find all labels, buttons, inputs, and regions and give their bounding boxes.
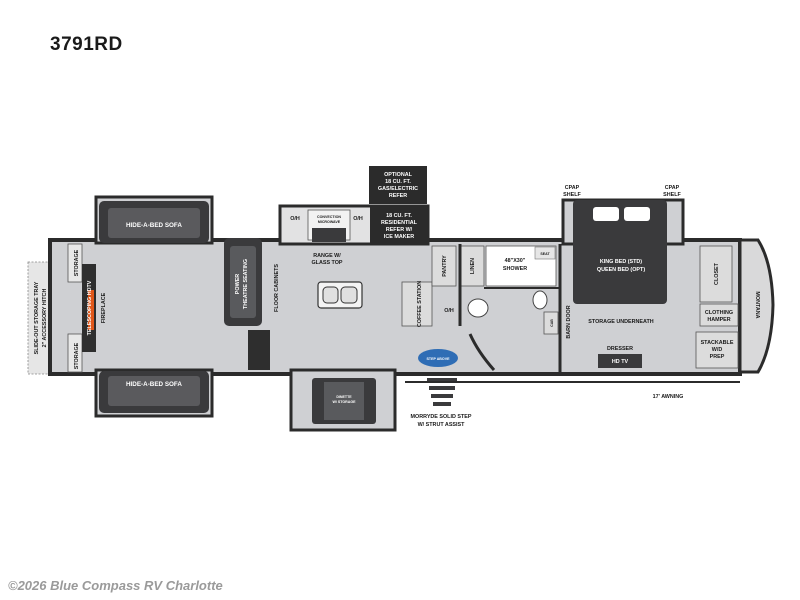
oh-left-label: O/H <box>290 216 300 222</box>
cpap-left-label-1: CPAP <box>565 185 580 191</box>
fireplace-label: FIREPLACE <box>101 292 107 323</box>
model-number: 3791RD <box>50 34 123 55</box>
range-label-1: RANGE W/ <box>313 253 341 259</box>
storage-label-bottom: STORAGE <box>74 342 80 369</box>
storage-underneath-label: STORAGE UNDERNEATH <box>588 319 653 325</box>
cab-label: CAB <box>550 319 554 327</box>
barn-door-label: BARN DOOR <box>566 305 572 338</box>
cpap-left-label-2: SHELF <box>563 192 581 198</box>
morryde-label-1: MORRYDE SOLID STEP <box>411 414 472 420</box>
closet <box>699 245 733 303</box>
fireplace-flame <box>88 290 94 330</box>
coffee-station-label: COFFEE STATION <box>417 281 423 327</box>
watermark: ©2026 Blue Compass RV Charlotte <box>8 578 223 593</box>
shower-seat <box>534 246 556 260</box>
optional-refer-box <box>369 166 427 204</box>
pillow-left <box>593 207 619 221</box>
hide-a-bed-label-bottom: HIDE-A-BED SOFA <box>126 381 182 388</box>
stackable-label-2: W/D <box>712 347 723 353</box>
stackable-wd <box>695 331 739 369</box>
step-above-label: STEP ABOVE <box>427 357 451 361</box>
stackable-label-3: PREP <box>710 354 725 360</box>
floor-cabinets-label: FLOOR CABINETS <box>274 264 280 312</box>
microwave-label-2: MICROWAVE <box>318 220 341 224</box>
clothing-hamper <box>699 303 739 327</box>
theatre-seating-label-1: POWER <box>235 274 241 294</box>
pantry <box>431 245 457 287</box>
cpap-right-label-1: CPAP <box>665 185 680 191</box>
step-above-logo <box>418 349 458 367</box>
stackable-label-1: STACKABLE <box>701 340 734 346</box>
accessory-hitch-label: 2" ACCESSORY HITCH <box>42 289 48 348</box>
rear-storage-bottom <box>67 333 83 373</box>
telescoping-hdtv-label: TELESCOPING HDTV <box>87 280 93 335</box>
theatre-seating-label-2: THEATRE SEATING <box>243 259 249 309</box>
linen-label: LINEN <box>470 258 476 274</box>
toilet <box>467 298 489 318</box>
hamper-label-1: CLOTHING <box>705 310 733 316</box>
pillow-right <box>624 207 650 221</box>
pantry-label: PANTRY <box>442 255 448 277</box>
hd-tv-label: HD TV <box>612 359 629 365</box>
optional-refer-label-2: 18 CU. FT. <box>385 179 411 185</box>
residential-refer <box>370 206 428 244</box>
front-cap <box>738 238 775 374</box>
microwave-label-1: CONVECTION <box>317 215 341 219</box>
morryde-label-2: W/ STRUT ASSIST <box>418 422 466 428</box>
bed-label-2: QUEEN BED (OPT) <box>597 267 645 273</box>
refer-label-4: ICE MAKER <box>384 234 414 240</box>
dinette-label-2: W/ STORAGE <box>332 400 356 404</box>
bath-sink <box>532 290 548 310</box>
dinette-label-1: DINETTE <box>336 395 352 399</box>
refer-label-3: REFER W/ <box>386 227 413 233</box>
dresser-label: DRESSER <box>607 346 633 352</box>
bed-label-1: KING BED (STD) <box>600 259 642 265</box>
rear-storage-top <box>67 243 83 283</box>
refer-label-1: 18 CU. FT. <box>386 213 412 219</box>
linen <box>459 245 485 287</box>
optional-refer-label-1: OPTIONAL <box>384 172 413 178</box>
hide-a-bed-label-top: HIDE-A-BED SOFA <box>126 222 182 229</box>
seat-label: SEAT <box>540 252 550 256</box>
range-cooktop <box>312 228 346 242</box>
awning-label: 17' AWNING <box>653 394 684 400</box>
closet-label: CLOSET <box>714 262 720 285</box>
shower-label-2: SHOWER <box>503 266 527 272</box>
oh-mid-label: O/H <box>353 216 363 222</box>
morryde-step <box>427 378 457 406</box>
optional-refer-label-3: GAS/ELECTRIC <box>378 186 418 192</box>
refer-label-2: RESIDENTIAL <box>381 220 418 226</box>
optional-refer-label-4: REFER <box>389 193 407 199</box>
entry-door-swing <box>468 333 496 371</box>
shower-label-1: 48"X30" <box>505 258 526 264</box>
bath-cabinet <box>543 311 559 335</box>
range-label-2: GLASS TOP <box>311 260 342 266</box>
hd-tv <box>598 354 642 368</box>
cpap-right-label-2: SHELF <box>663 192 681 198</box>
oh-right-label: O/H <box>444 308 454 314</box>
hamper-label-2: HAMPER <box>707 317 730 323</box>
coffee-station <box>401 281 433 327</box>
theatre-end-table <box>248 330 270 370</box>
bed <box>573 200 667 304</box>
slide-out-tray-label: SLIDE-OUT STORAGE TRAY <box>34 281 40 354</box>
brand-label: MONTANA <box>754 291 760 318</box>
storage-label-top: STORAGE <box>74 249 80 276</box>
